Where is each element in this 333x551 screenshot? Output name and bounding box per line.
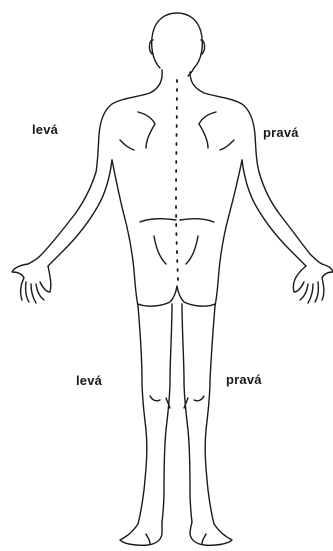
right-armpit — [220, 140, 234, 150]
right-heel — [202, 534, 206, 544]
upper-right-side-label: pravá — [263, 125, 299, 140]
spine-line — [176, 80, 178, 280]
head-outline — [152, 13, 203, 76]
left-knee — [150, 396, 160, 401]
right-knee — [194, 396, 204, 401]
left-hand — [12, 264, 51, 303]
lower-right-side-label: pravá — [226, 372, 262, 387]
waist-line-right — [180, 219, 214, 222]
lower-back-right — [186, 236, 198, 264]
torso-right-outline — [190, 72, 322, 264]
left-foot — [120, 522, 162, 545]
torso-left-outline — [28, 70, 162, 264]
left-scapula — [138, 112, 155, 148]
left-leg-inner — [162, 304, 172, 522]
waist-line — [140, 219, 176, 222]
right-flank — [215, 160, 242, 306]
buttocks — [138, 286, 215, 306]
right-leg-inner — [182, 304, 192, 522]
lower-back-left — [154, 236, 166, 264]
right-scapula — [199, 112, 216, 148]
right-foot — [190, 522, 232, 545]
lower-left-side-label: levá — [76, 373, 102, 388]
right-inner-arm — [242, 160, 306, 266]
left-leg-outer — [138, 306, 147, 524]
right-hand — [293, 264, 333, 303]
left-heel — [146, 534, 150, 544]
left-inner-arm — [48, 160, 112, 266]
upper-left-side-label: levá — [32, 122, 58, 137]
right-leg-outer — [205, 306, 215, 524]
left-armpit — [120, 140, 134, 150]
left-flank — [112, 160, 138, 306]
